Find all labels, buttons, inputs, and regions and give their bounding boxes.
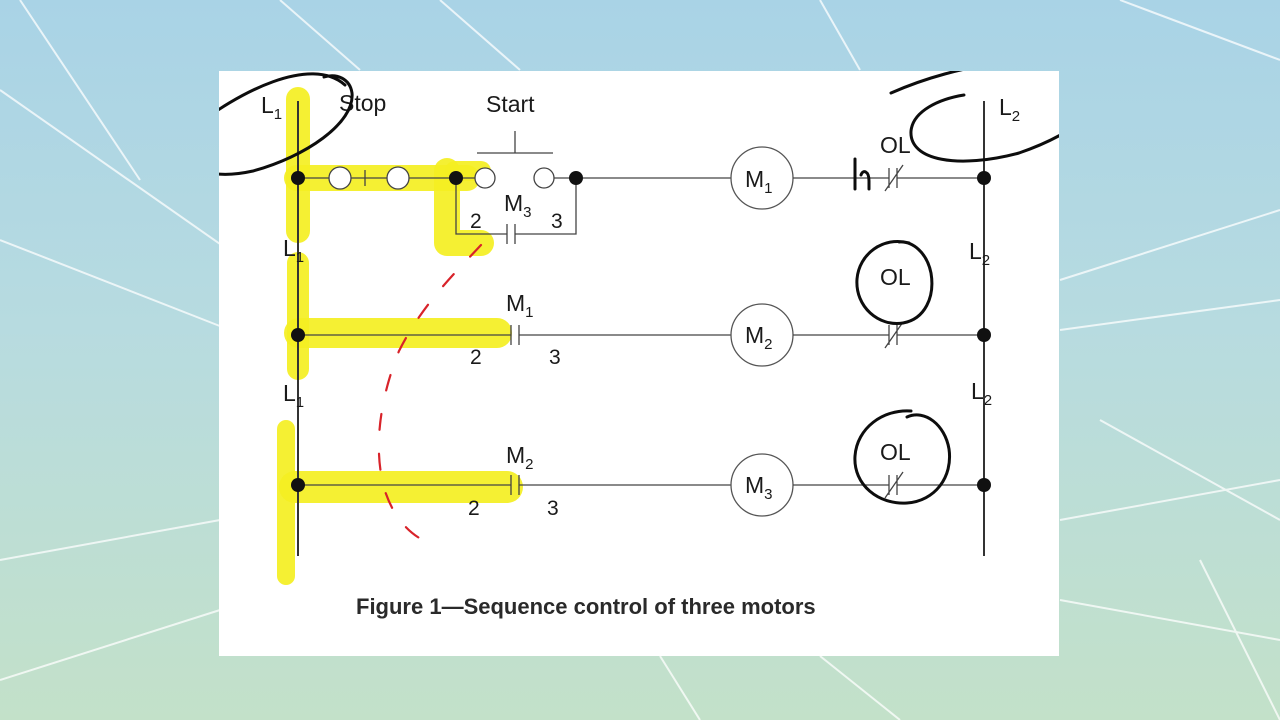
- rung3-wire-2: 2: [468, 497, 480, 520]
- m1-contact: [510, 325, 520, 345]
- overload-label-3: OL: [880, 439, 911, 465]
- circle-l1-annotation: [219, 72, 354, 176]
- rung1-wire-2: 2: [470, 210, 482, 233]
- l1-label-mid: L1: [283, 235, 304, 266]
- red-dashed-arrow: [377, 243, 483, 549]
- node-l1-rung1: [291, 171, 305, 185]
- overload-label-2: OL: [880, 264, 911, 290]
- node-l1-rung3: [291, 478, 305, 492]
- rung3-wire-3: 3: [547, 497, 559, 520]
- l2-label-bottom: L2: [971, 378, 992, 409]
- l2-label-mid: L2: [969, 238, 990, 269]
- node-l2-rung2: [977, 328, 991, 342]
- m3-contact-label: M3: [504, 190, 532, 221]
- start-label: Start: [486, 91, 535, 117]
- circle-ol3-annotation: [853, 409, 952, 505]
- l2-label-top: L2: [999, 94, 1020, 125]
- circle-l2-annotation: [889, 71, 1059, 163]
- l1-label-top: L1: [261, 92, 282, 123]
- stop-contact-left: [328, 166, 352, 190]
- node-l2-rung1: [977, 171, 991, 185]
- node-branch-right: [569, 171, 583, 185]
- figure-card: L1 L1 L1 L2 L2 L2 Stop Start M3 2 3 M1 O…: [219, 71, 1059, 656]
- rung2-wire-3: 3: [549, 346, 561, 369]
- start-contact-left: [474, 167, 496, 189]
- ladder-diagram: L1 L1 L1 L2 L2 L2 Stop Start M3 2 3 M1 O…: [219, 71, 1059, 619]
- start-contact-right: [533, 167, 555, 189]
- motor-m1-label: M1: [745, 166, 773, 197]
- motor-m2-label: M2: [745, 322, 773, 353]
- node-l2-rung3: [977, 478, 991, 492]
- circle-ol2-annotation: [855, 240, 934, 325]
- rung-1: [291, 131, 991, 244]
- pen-annotations: [219, 71, 1059, 549]
- node-branch-left: [449, 171, 463, 185]
- stop-contact-right: [386, 166, 410, 190]
- start-button-bar: [477, 131, 553, 154]
- motor-m3-label: M3: [745, 472, 773, 503]
- overload-label-1: OL: [880, 132, 911, 158]
- node-l1-rung2: [291, 328, 305, 342]
- highlight-rung1-branch: [434, 158, 494, 256]
- scribble-mark: [853, 157, 871, 191]
- m2-contact-label: M2: [506, 442, 534, 473]
- figure-caption: Figure 1—Sequence control of three motor…: [356, 594, 816, 619]
- m1-contact-label: M1: [506, 290, 534, 321]
- rung2-wire-2: 2: [470, 346, 482, 369]
- l1-label-bottom: L1: [283, 380, 304, 411]
- rung-3: [291, 453, 991, 517]
- rung1-wire-3: 3: [551, 210, 563, 233]
- rung-2: [291, 303, 991, 367]
